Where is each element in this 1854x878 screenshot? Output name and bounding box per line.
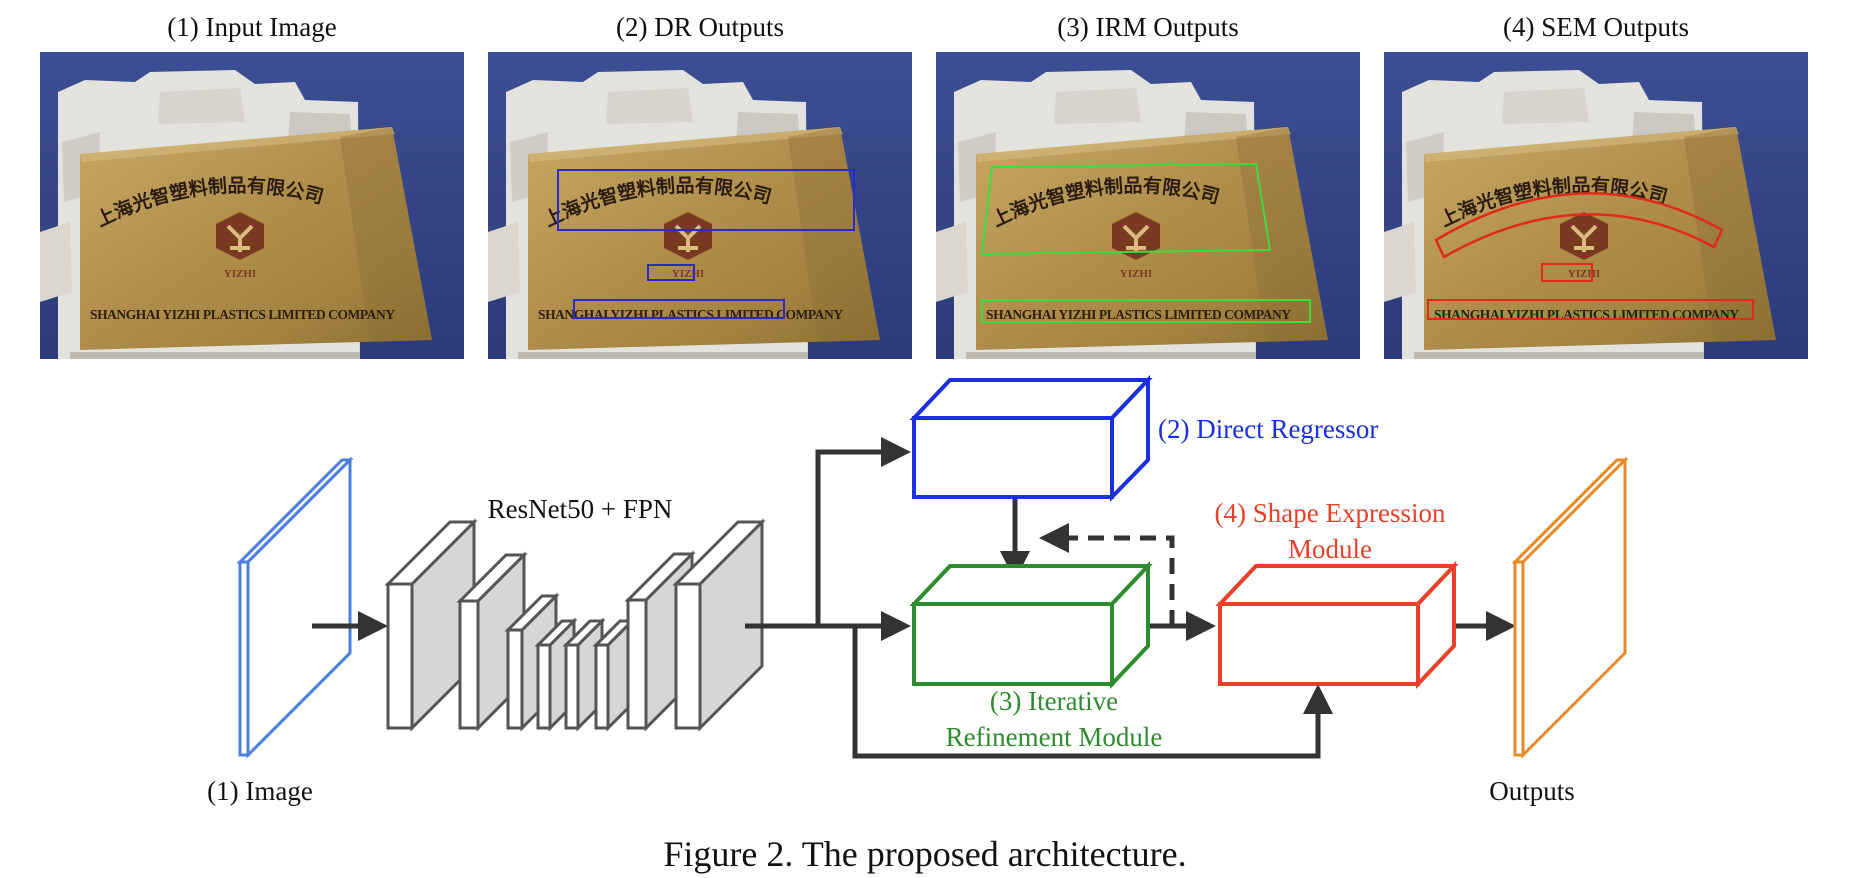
input-label: (1) Image (207, 776, 313, 806)
slab-3 (506, 628, 524, 730)
irm-label-line1: (3) Iterative (990, 686, 1118, 716)
panel-title-input: (1) Input Image (167, 12, 336, 42)
panel-irm-outputs: 上海光智塑料制品有限公司 YIZHI SHANGHAI YIZHI PLASTI… (934, 50, 1362, 361)
sign-logo-text: YIZHI (1568, 268, 1600, 280)
irm-box-english (981, 299, 1311, 323)
direct-regressor-box (909, 374, 1153, 502)
slab-1 (386, 582, 414, 730)
panel-input-image: 上海光智塑料制品有限公司 YIZHI SHANGHAI YIZHI PLASTI… (38, 50, 466, 361)
backbone-resnet-fpn (384, 518, 766, 732)
sign-logo-text: YIZHI (1120, 268, 1152, 280)
panel-sem-outputs: 上海光智塑料制品有限公司 YIZHI SHANGHAI YIZHI PLASTI… (1382, 50, 1810, 361)
sign-english-text: SHANGHAI YIZHI PLASTICS LIMITED COMPANY (986, 307, 1291, 322)
panel-title-dr: (2) DR Outputs (616, 12, 784, 42)
output-label: Outputs (1489, 776, 1575, 806)
sem-label-line1: (4) Shape Expression (1215, 498, 1446, 528)
feedback-dashed-arrow (1039, 523, 1175, 626)
backbone-label: ResNet50 + FPN (488, 494, 673, 524)
sign-english-text: SHANGHAI YIZHI PLASTICS LIMITED COMPANY (90, 307, 395, 322)
sem-curve-chinese (1434, 192, 1724, 259)
irm-label-line2: Refinement Module (946, 722, 1163, 752)
irm-box-chinese (980, 162, 1272, 256)
figure-caption: Figure 2. The proposed architecture. (663, 834, 1186, 874)
sem-label-line2: Module (1288, 534, 1372, 564)
panel-dr-outputs: 上海光智塑料制品有限公司 YIZHI SHANGHAI YIZHI PLASTI… (486, 50, 914, 361)
slab-2 (458, 599, 480, 730)
slab-7 (626, 598, 648, 730)
direct-regressor-label: (2) Direct Regressor (1158, 414, 1378, 444)
panel-title-irm: (3) IRM Outputs (1057, 12, 1239, 42)
slab-6 (594, 643, 610, 730)
output-plane (1511, 456, 1629, 759)
sem-box-logo (1541, 263, 1593, 282)
slab-4 (536, 643, 552, 730)
dr-box-logo (647, 264, 695, 281)
sign-logo-text: YIZHI (224, 268, 256, 280)
slab-8 (674, 582, 702, 730)
dr-box-chinese (557, 169, 855, 231)
sign-english-text: SHANGHAI YIZHI PLASTICS LIMITED COMPANY (538, 307, 843, 322)
panel-title-sem: (4) SEM Outputs (1503, 12, 1689, 42)
sem-box-english (1427, 299, 1754, 320)
slab-5 (564, 643, 580, 730)
dr-box-english (573, 299, 785, 319)
input-image-plane (236, 456, 354, 759)
sign-logo-text: YIZHI (672, 268, 704, 280)
shape-expression-box (1215, 560, 1459, 690)
iterative-refinement-box (909, 560, 1153, 690)
